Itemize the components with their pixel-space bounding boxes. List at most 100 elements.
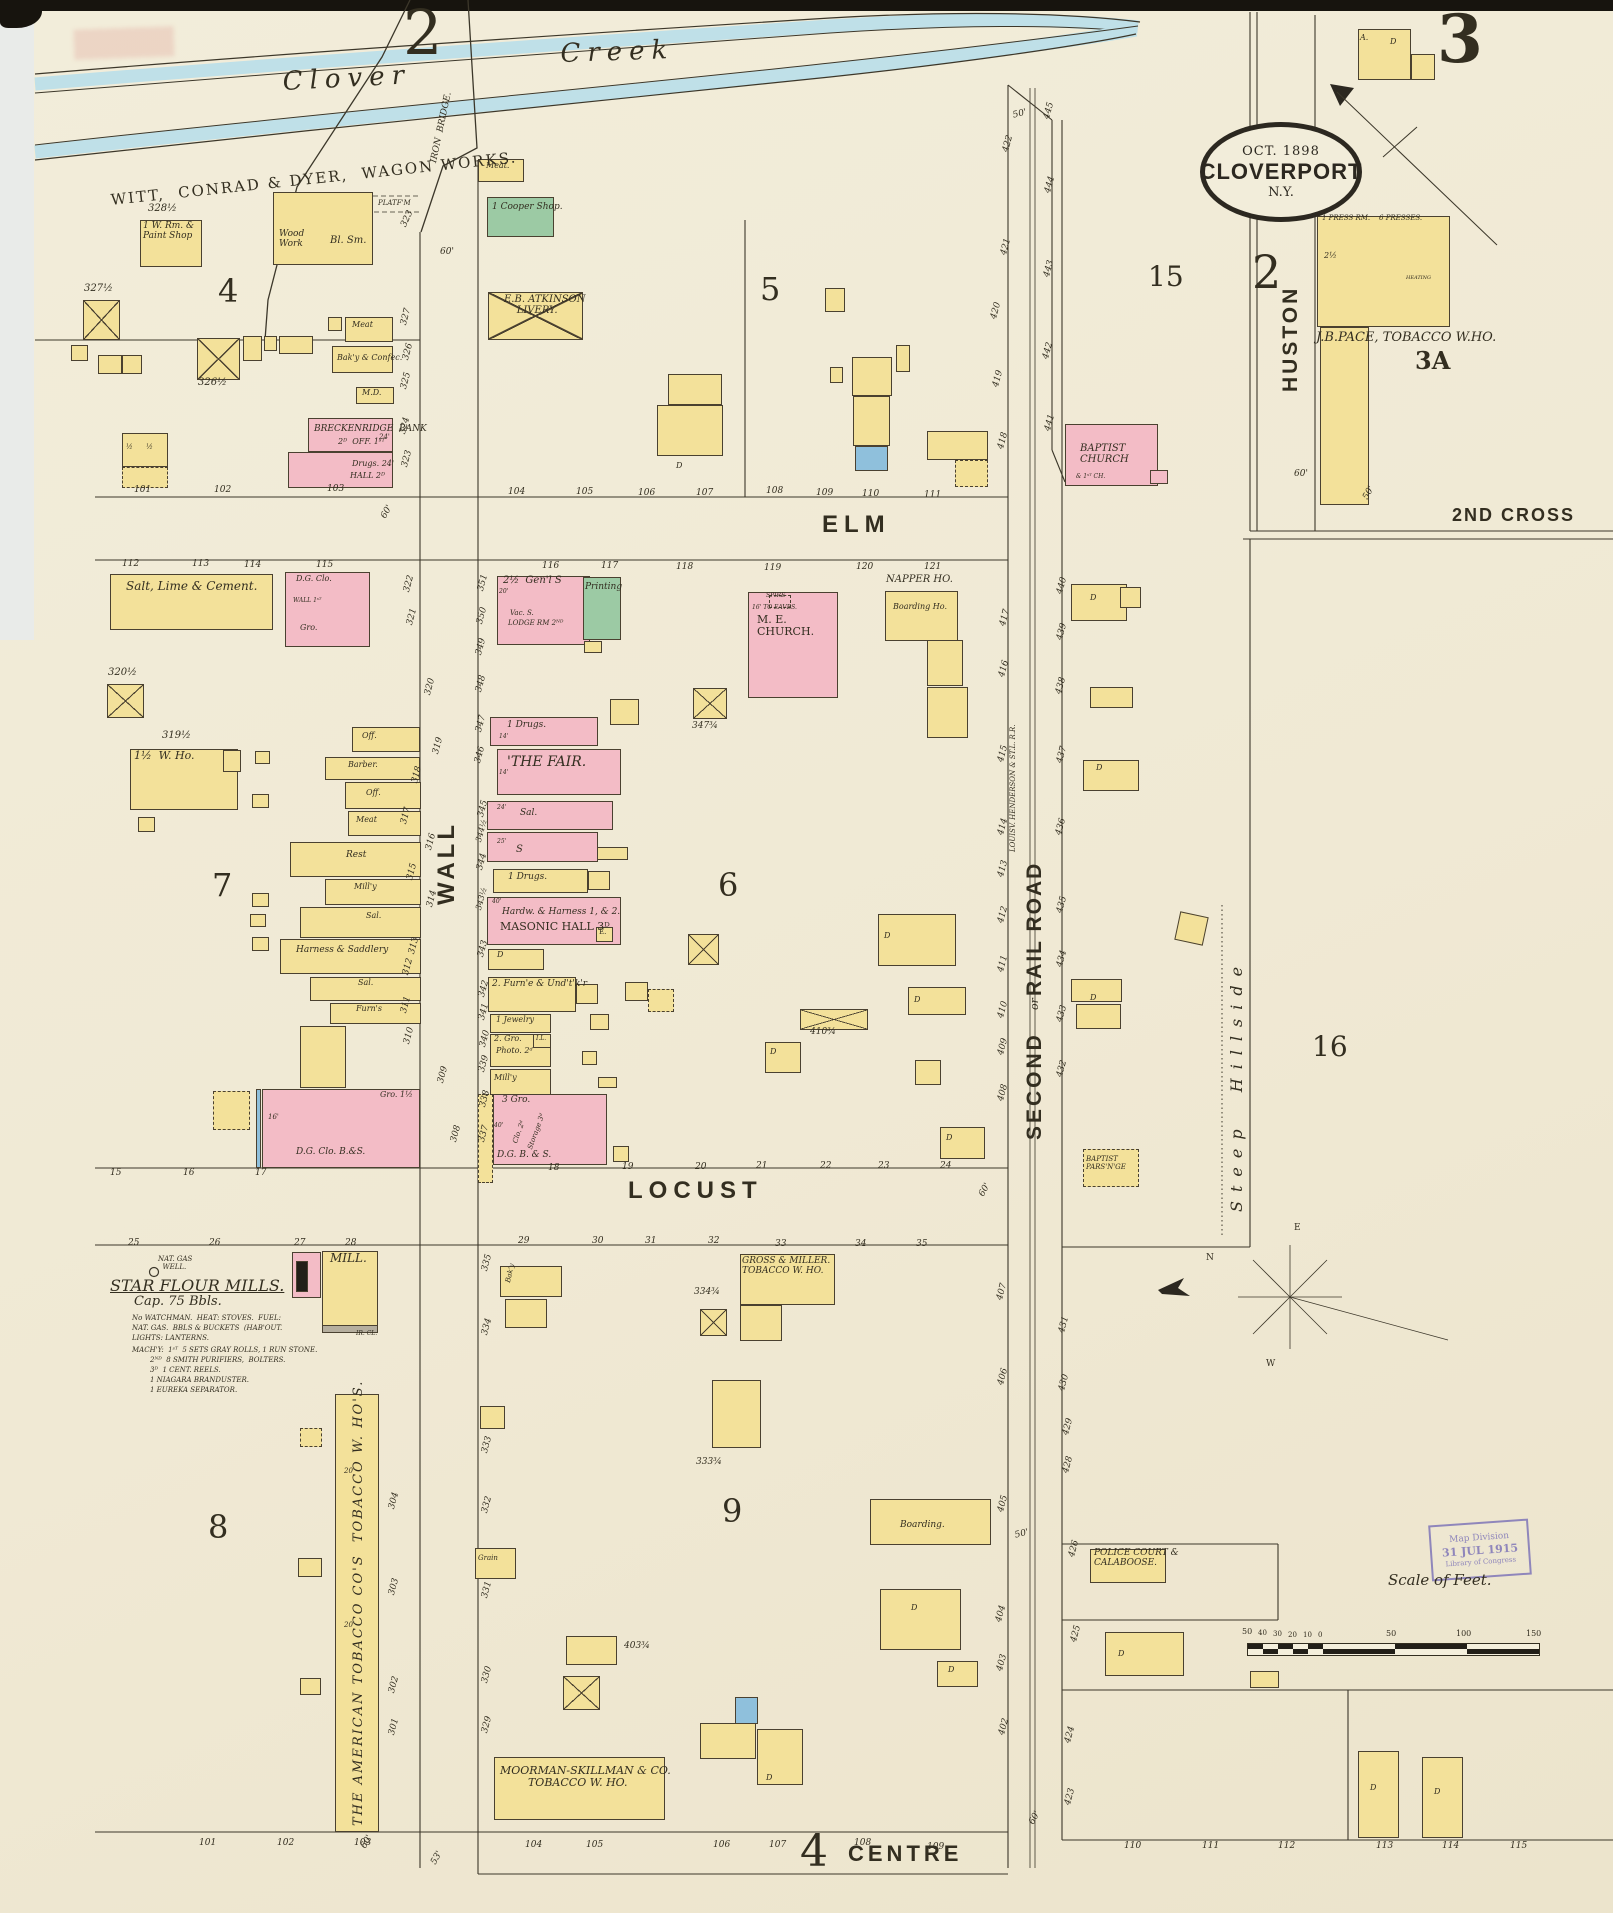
map-label: 2ᴺᴰ 8 SMITH PURIFIERS, BOLTERS. — [150, 1356, 286, 1364]
map-label: 424 — [1063, 1725, 1078, 1745]
map-label: D — [1090, 593, 1097, 602]
map-label: 18 — [548, 1163, 560, 1173]
map-label: D — [1370, 1783, 1377, 1792]
building — [610, 699, 639, 725]
map-label: 111 — [1202, 1841, 1220, 1851]
building — [288, 452, 393, 488]
building — [490, 717, 598, 746]
building — [915, 1060, 941, 1085]
map-label: 403 — [995, 1653, 1010, 1673]
map-label: 330 — [480, 1665, 495, 1685]
map-label: 109 — [816, 488, 834, 498]
map-label: LODGE RM 2ᴺᴰ — [508, 619, 564, 627]
map-label: 434 — [1055, 949, 1070, 969]
building — [290, 842, 421, 877]
map-label: 303 — [387, 1577, 402, 1597]
map-label: Vac. S. — [510, 609, 534, 617]
map-label: 23 — [878, 1161, 890, 1171]
building — [1174, 911, 1209, 946]
map-label: 437 — [1055, 745, 1070, 765]
building — [308, 418, 393, 452]
map-label: 314 — [425, 889, 440, 909]
building — [493, 1094, 607, 1165]
building — [252, 893, 269, 907]
map-label: 335 — [480, 1253, 495, 1273]
building — [885, 591, 958, 641]
steep-hillside-label: Steep Hillside — [1227, 957, 1246, 1212]
building — [1358, 1751, 1399, 1838]
title-oval: OCT. 1898 CLOVERPORT N.Y. — [1200, 122, 1362, 222]
building — [1411, 54, 1435, 80]
building — [300, 1428, 322, 1447]
map-label: 110 — [1124, 1841, 1142, 1851]
building — [487, 897, 621, 945]
building — [748, 592, 838, 698]
map-label: 28 — [345, 1238, 357, 1248]
map-label: 119 — [764, 563, 782, 573]
map-label: Drugs. 24' — [352, 459, 395, 468]
map-label: SPIRE — [766, 592, 786, 599]
building — [330, 1003, 421, 1024]
map-label: 27 — [294, 1238, 306, 1248]
map-label: 422 — [1001, 134, 1016, 154]
map-label: 100 — [1456, 1629, 1472, 1638]
building — [348, 811, 421, 836]
building — [596, 927, 613, 942]
map-label: 347¾ — [692, 721, 718, 731]
salt-lime-label: Salt, Lime & Cement. — [126, 579, 258, 593]
map-label: 323 — [400, 449, 415, 469]
map-label: 113 — [1376, 1841, 1394, 1851]
building — [582, 1051, 597, 1065]
map-label: 17 — [255, 1168, 267, 1178]
building — [252, 937, 269, 951]
map-label: HALL 2ᴰ — [350, 471, 386, 480]
building — [937, 1661, 978, 1687]
map-label: D — [766, 1773, 773, 1782]
harness-label: Harness & Saddlery — [296, 945, 389, 955]
map-label: 1 NIAGARA BRANDUSTER. — [150, 1376, 249, 1384]
map-label: 410 — [996, 1000, 1011, 1020]
building — [1071, 584, 1127, 621]
map-label: 107 — [696, 488, 714, 498]
block-number: 16 — [1312, 1030, 1348, 1063]
building — [488, 977, 576, 1012]
title-state: N.Y. — [1268, 185, 1294, 200]
building — [740, 1254, 835, 1305]
sheet-number: 3 — [1437, 0, 1483, 78]
map-label: 444 — [1043, 175, 1058, 195]
map-label: 327½ — [84, 283, 113, 294]
map-label: 326½ — [198, 377, 227, 388]
the-fair-label: 'THE FAIR. — [507, 754, 587, 770]
building — [98, 355, 122, 374]
map-label: 20' — [344, 1467, 355, 1475]
map-label: 1½ W. Ho. — [134, 749, 195, 762]
building — [255, 751, 270, 764]
map-label: 2. Furn'e & Und't'k'r — [492, 979, 588, 989]
map-label: Sal. — [520, 808, 538, 818]
building — [700, 1309, 727, 1336]
scan-edge-top — [0, 0, 1613, 11]
map-label: E — [1294, 1223, 1301, 1233]
building — [668, 374, 722, 405]
map-label: 1 Drugs. — [507, 720, 547, 730]
map-label: 118 — [676, 562, 694, 572]
map-label: 116 — [542, 561, 560, 571]
map-label: Rest — [346, 850, 367, 860]
map-label: 112 — [122, 559, 140, 569]
map-label: 407 — [995, 1282, 1010, 1302]
map-label: 404 — [994, 1604, 1009, 1624]
map-label: ½ ½ — [126, 443, 153, 451]
map-label: 333 — [480, 1435, 495, 1455]
building — [505, 1299, 547, 1328]
map-label: 50' — [1011, 107, 1028, 121]
building — [122, 467, 168, 488]
building — [325, 757, 420, 780]
map-label: MACH'Y: 1ˢᵀ 5 SETS GRAY ROLLS, 1 RUN STO… — [132, 1346, 318, 1354]
building — [285, 572, 370, 647]
building — [497, 576, 590, 645]
flour-mills-label: STAR FLOUR MILLS. — [110, 1276, 285, 1295]
map-label: Hardw. & Harness 1, & 2. — [502, 907, 621, 917]
building — [566, 1636, 617, 1665]
map-label: 24 — [940, 1161, 952, 1171]
